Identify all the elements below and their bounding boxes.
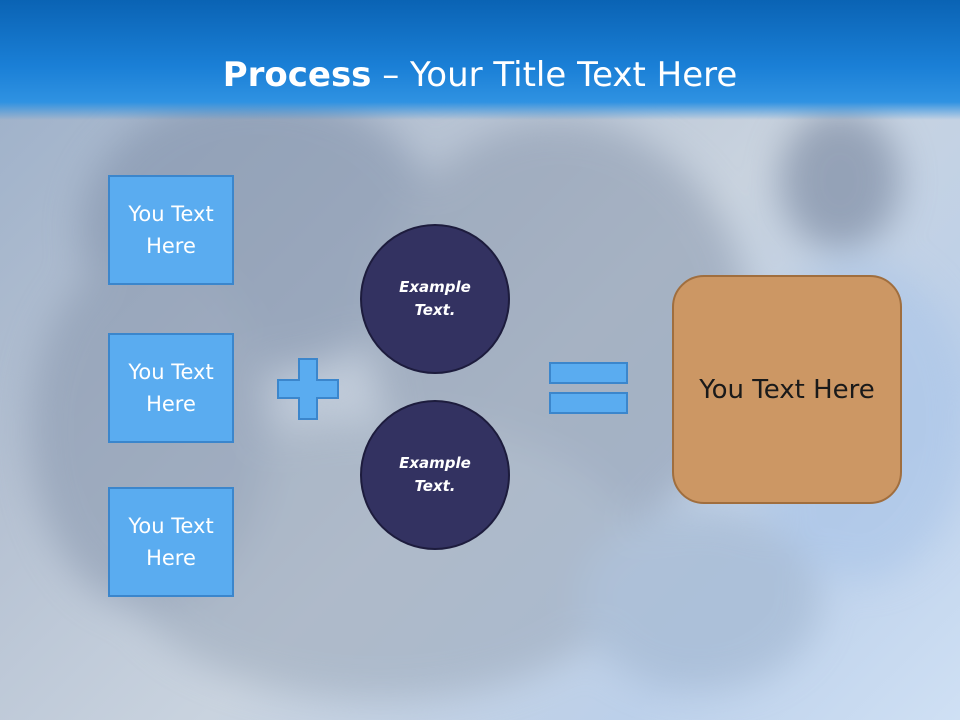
title-bold: Process (222, 55, 372, 95)
result-label: You Text Here (699, 374, 875, 405)
example-circle-1[interactable]: Example Text. (360, 224, 510, 374)
input-box-label: You Text Here (128, 360, 214, 416)
title-rest: – Your Title Text Here (371, 55, 738, 95)
plus-icon (277, 358, 339, 420)
result-box[interactable]: You Text Here (672, 275, 902, 504)
circle-label: Example Text. (399, 278, 471, 319)
equals-icon (549, 362, 628, 414)
slide-title: Process – Your Title Text Here (0, 52, 960, 98)
input-box-label: You Text Here (128, 514, 214, 570)
title-bar (0, 0, 960, 120)
input-box-1[interactable]: You Text Here (108, 175, 234, 285)
input-box-3[interactable]: You Text Here (108, 487, 234, 597)
example-circle-2[interactable]: Example Text. (360, 400, 510, 550)
circle-label: Example Text. (399, 454, 471, 495)
input-box-label: You Text Here (128, 202, 214, 258)
input-box-2[interactable]: You Text Here (108, 333, 234, 443)
